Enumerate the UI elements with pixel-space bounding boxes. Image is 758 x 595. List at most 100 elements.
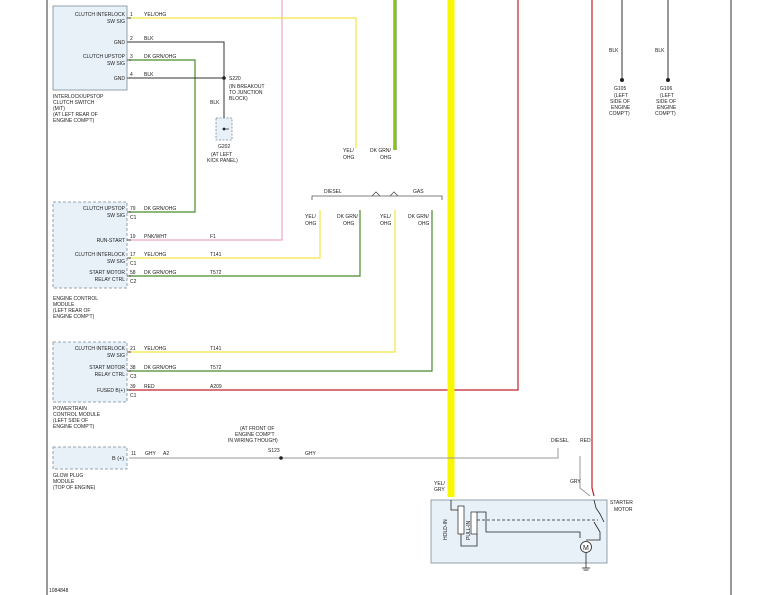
g106-note-2: SIDE OF	[656, 99, 676, 105]
wire-yel-ohg-diesel-leg	[129, 210, 321, 259]
diesel-dk-grn-ohg-1: DK GRN/	[337, 214, 358, 220]
wire-gry-diesel-to-starter	[579, 456, 591, 497]
ground-g105: BLK G105 (LEFT SIDE OF ENGINE COMP'T)	[609, 48, 631, 117]
ecm-pin-79-name-2: SW SIG	[107, 213, 125, 219]
starter-in-wire-1: YEL/	[434, 481, 445, 487]
pcm-pin-38-connector: C3	[130, 374, 137, 380]
wire-layer	[129, 0, 669, 497]
pcm-pin-21-number: 21	[130, 346, 136, 352]
gas-dk-grn-ohg-2: OHG	[418, 221, 430, 227]
pcm-pin-21-name-2: SW SIG	[107, 353, 125, 359]
s220-note-1: (IN BREAKOUT	[229, 84, 265, 90]
g106-note-3: ENGINE	[657, 105, 677, 111]
clutch-switch-caption-5: ENGINE COMP'T)	[53, 118, 95, 124]
s220-id: S220	[229, 76, 241, 82]
starter-caption-2: MOTOR	[614, 507, 633, 513]
pcm-pin-39-connector: C1	[130, 393, 137, 399]
pcm-pin-38-name-1: START MOTOR	[89, 365, 125, 371]
pcm-caption-3: (LEFT SIDE OF	[53, 418, 88, 424]
g106-note-4: COMP'T)	[655, 111, 676, 117]
pcm-pin-21-circuit: T141	[210, 346, 222, 352]
s123-note-1: (AT FRONT OF	[240, 426, 274, 432]
ecm-pin-17-circuit: T141	[210, 252, 222, 258]
starter-hold-in-label: HOLD-IN	[443, 519, 449, 540]
pcm-pin-39-wire: RED	[144, 384, 155, 390]
ecm-caption-4: ENGINE COMP'T)	[53, 314, 95, 320]
pcm-pin-38-name-2: RELAY CTRL	[95, 372, 126, 378]
mid-dk-grn-ohg-1: DK GRN/	[370, 148, 391, 154]
branch-tick-left	[371, 191, 381, 197]
splice-s123: (AT FRONT OF ENGINE COMP'T IN WIRING THO…	[228, 426, 317, 460]
starter-caption-1: STARTER	[610, 500, 633, 506]
g105-note-1: (LEFT	[614, 93, 628, 99]
clutch-switch-caption-3: (M/T)	[53, 106, 65, 112]
glow-plug-wire: GHY	[145, 451, 157, 457]
g105-note-2: SIDE OF	[610, 99, 630, 105]
clutch-switch-caption-1: INTERLOCK/UPSTOP	[53, 94, 104, 100]
figure-id: 1084848	[49, 588, 69, 594]
glow-plug-module: B (+) 11 GHY A2 GLOW PLUG MODULE (TOP OF…	[52, 446, 169, 491]
s123-wire: GHY	[305, 451, 317, 457]
g105-wire: BLK	[609, 48, 619, 54]
ecm-pin-17-connector: C1	[130, 261, 137, 267]
clutch-pin-2-number: 2	[130, 36, 133, 42]
ecm-caption-3: (LEFT REAR OF	[53, 308, 90, 314]
pcm-pin-39-name-1: FUSED B(+)	[97, 388, 125, 394]
pcm-pin-38-wire: DK GRN/OHG	[144, 365, 176, 371]
mid-wire-labels: YEL/ OHG DK GRN/ OHG DIESEL GAS YEL/ OHG…	[305, 148, 430, 227]
clutch-pin-3-number: 3	[130, 54, 133, 60]
pcm-pin-38-circuit: T572	[210, 365, 222, 371]
starter-in-wire-2: GRY	[434, 487, 445, 493]
g202-id: G202	[218, 144, 230, 150]
glow-plug-circuit: A2	[163, 451, 169, 457]
ecm-pin-58-number: 58	[130, 270, 136, 276]
s220-note-2: TO JUNCTION	[229, 90, 263, 96]
ecm-pin-17-name-2: SW SIG	[107, 259, 125, 265]
wire-yel-ohg-clutch-interlock	[129, 17, 357, 148]
ecm-pin-79-wire: DK GRN/OHG	[144, 206, 176, 212]
wire-pnk-wht-run-start	[129, 0, 283, 241]
ecm-pin-79-connector: C1	[130, 215, 137, 221]
clutch-pin-1-name-2: SW SIG	[107, 19, 125, 25]
starter-diesel-label: DIESEL	[551, 438, 569, 444]
glow-plug-caption-1: GLOW PLUG	[53, 473, 83, 479]
ecm-pin-79-name-1: CLUTCH UPSTOP	[83, 206, 126, 212]
diesel-yel-ohg-1: YEL/	[305, 214, 316, 220]
g105-note-3: ENGINE	[611, 105, 631, 111]
g202-note-1: (AT LEFT	[211, 152, 232, 158]
starter-red-label: RED	[580, 438, 591, 444]
ecm-pin-19-circuit: F1	[210, 234, 216, 240]
wire-red-starter-feed	[591, 0, 595, 497]
wire-dk-grn-ohg-diesel-leg	[129, 210, 361, 277]
diesel-yel-ohg-2: OHG	[305, 221, 317, 227]
mid-dk-grn-ohg-2: OHG	[380, 155, 392, 161]
clutch-switch-caption-4: (AT LEFT REAR OF	[53, 112, 98, 118]
s220-wire-label: BLK	[210, 100, 220, 106]
clutch-pin-4-name-1: GND	[114, 76, 126, 82]
pcm-caption-1: POWERTRAIN	[53, 406, 87, 412]
diesel-dk-grn-ohg-2: OHG	[343, 221, 355, 227]
mid-yel-ohg-1: YEL/	[343, 148, 354, 154]
ecm-pin-17-name-1: CLUTCH INTERLOCK	[75, 252, 126, 258]
starter-motor-symbol: M	[583, 545, 589, 552]
ecm-pin-58-name-1: START MOTOR	[89, 270, 125, 276]
s123-note-2: ENGINE COMP'T	[235, 432, 275, 438]
pcm-pin-39-circuit: A209	[210, 384, 222, 390]
wire-gry-glow-plug	[129, 448, 559, 459]
ecm-pin-19-number: 19	[130, 234, 136, 240]
glow-plug-pin-name: B (+)	[112, 456, 124, 462]
clutch-pin-3-name-2: SW SIG	[107, 61, 125, 67]
s220-note-3: BLOCK)	[229, 96, 248, 102]
clutch-switch-caption-2: CLUTCH SWITCH	[53, 100, 95, 106]
ecm-pin-19-wire: PNK/WHT	[144, 234, 167, 240]
starter-motor: M HOLD-IN PULL-IN STARTER MOTOR YEL/ GRY…	[430, 438, 633, 571]
glow-plug-caption-2: MODULE	[53, 479, 75, 485]
ecm-pin-79-number: 79	[130, 206, 136, 212]
ecm-pin-58-wire: DK GRN/OHG	[144, 270, 176, 276]
clutch-pin-1-name-1: CLUTCH INTERLOCK	[75, 12, 126, 18]
ecm-pin-58-name-2: RELAY CTRL	[95, 277, 126, 283]
ecm-pin-17-wire: YEL/OHG	[144, 252, 166, 258]
branch-diesel-label: DIESEL	[324, 189, 342, 195]
g105-note-4: COMP'T)	[609, 111, 630, 117]
